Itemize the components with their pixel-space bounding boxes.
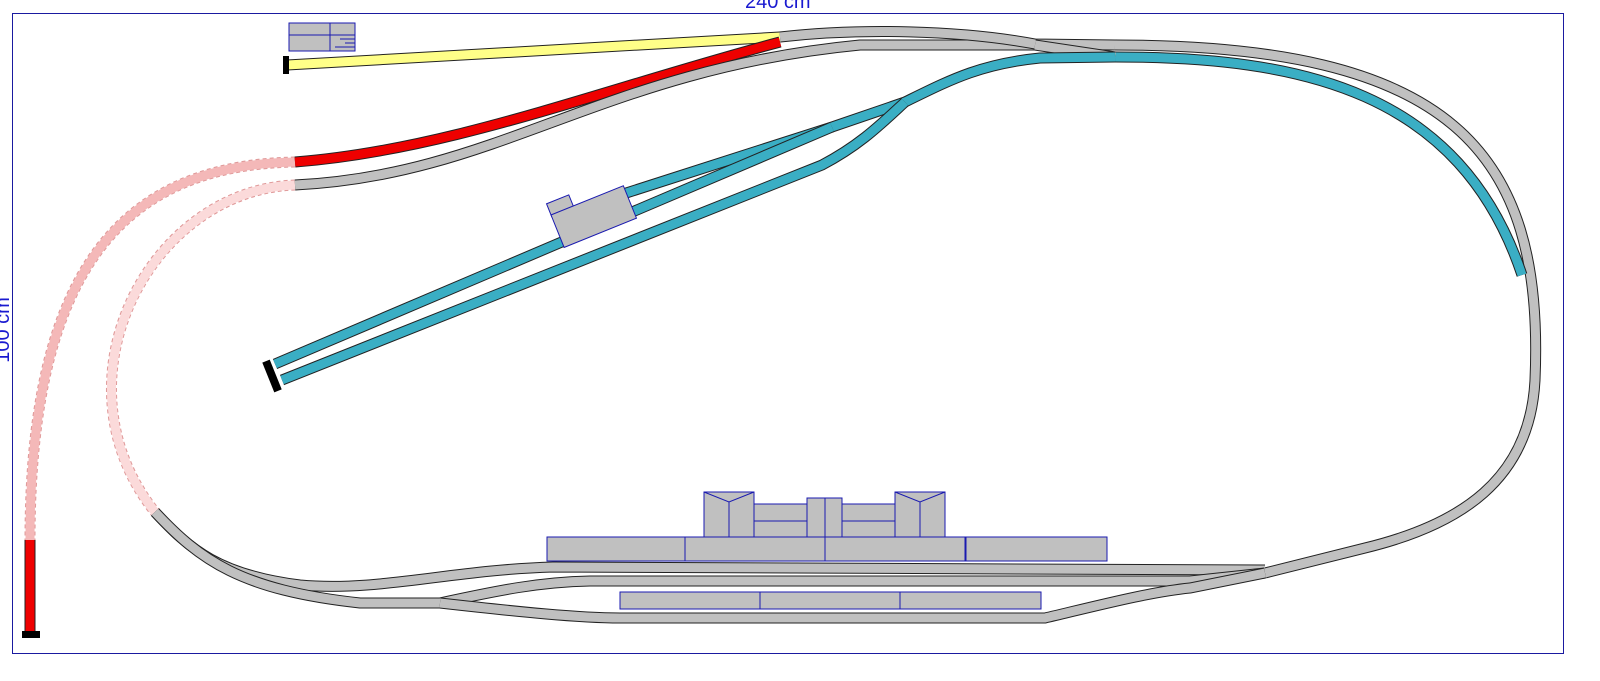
siding-track-right <box>1114 52 1527 277</box>
siding-track-yellow <box>286 32 781 70</box>
station-track-2 <box>151 508 1266 608</box>
building-top-left <box>288 22 356 52</box>
building-divider <box>289 23 355 51</box>
main-track-upper-outer <box>779 27 1116 50</box>
building-steps <box>335 38 355 48</box>
station-platform-segment <box>546 536 688 562</box>
hidden-track-inner-outline <box>106 179 296 516</box>
siding-track-a <box>273 122 834 369</box>
station-platform-segment <box>965 536 1108 562</box>
island-platform-segment <box>619 591 761 610</box>
main-track-upper-inner <box>294 40 1035 190</box>
station-track-3 <box>439 568 1266 623</box>
hidden-track-outer <box>25 157 296 541</box>
siding-track-b <box>280 98 909 385</box>
station-platform-segment <box>684 536 826 562</box>
island-platform-segment <box>759 591 901 610</box>
buffer-stop-icon <box>262 359 282 393</box>
width-dimension-label: 240 cm <box>745 0 811 13</box>
main-track-upper-inner-outline <box>294 39 1035 191</box>
engine-shed <box>545 185 638 249</box>
tower-roof-lines <box>703 491 946 537</box>
engine-shed-body <box>550 185 638 249</box>
hidden-track-inner <box>107 180 296 515</box>
main-track-right-loop-outline <box>1114 39 1542 579</box>
layout-board <box>12 13 1564 654</box>
siding-track-shed <box>618 52 1116 200</box>
buffer-stop-icon <box>22 631 40 638</box>
island-platform-segment <box>899 591 1042 610</box>
track-red-upper <box>294 37 782 167</box>
buffer-stop-icon <box>283 56 289 74</box>
hidden-track-outer-outline <box>24 156 296 541</box>
station-platform-segment <box>824 536 966 562</box>
main-track-right-loop <box>1114 40 1541 578</box>
